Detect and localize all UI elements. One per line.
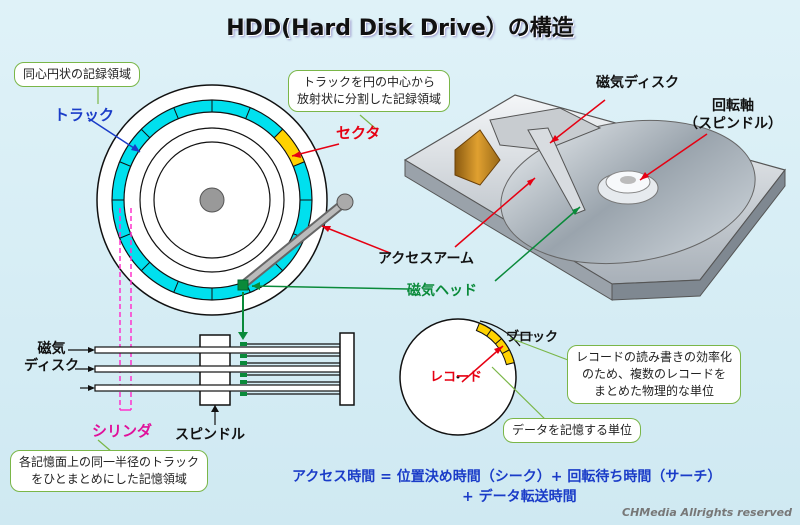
access-arm-label: アクセスアーム	[378, 251, 475, 267]
track-label: トラック	[54, 106, 115, 124]
cylinder-label: シリンダ	[92, 422, 153, 440]
sector-definition-bubble: トラックを円の中心から放射状に分割した記録領域	[288, 70, 451, 112]
head-pointer-right	[494, 206, 581, 282]
magnetic-head-label: 磁気ヘッド	[407, 283, 477, 299]
access-time-formula-line1: アクセス時間 = 位置決め時間（シーク）+ 回転待ち時間（サーチ）	[292, 469, 722, 485]
record-divider	[501, 349, 510, 355]
platter-stack-side-view	[94, 332, 355, 406]
magnetic-disk-label: 磁気ディスク	[596, 75, 680, 91]
hdd-illustration	[403, 94, 787, 301]
spindle-hub	[199, 187, 225, 213]
sector-divider	[140, 261, 151, 272]
access-time-formula-line2: + データ転送時間	[462, 489, 577, 505]
record-divider	[495, 338, 502, 345]
block-definition-bubble: レコードの読み書きの効率化のため、複数のレコードをまとめた物理的な単位	[567, 345, 742, 404]
track-definition-bubble: 同心円状の記録領域	[14, 62, 141, 87]
platter-1	[94, 346, 341, 354]
track-pointer	[87, 117, 141, 153]
record-label: レコード	[430, 370, 483, 385]
sector-divider	[119, 233, 131, 239]
inner-ring-2	[153, 141, 271, 259]
copyright-text: CHMedia Allrights reserved	[622, 506, 792, 519]
page-title: HDD(Hard Disk Drive）の構造	[226, 16, 574, 41]
block-label: ブロック	[506, 330, 559, 345]
cylinder-definition-bubble: 各記憶面上の同一半径のトラックをひとまとめにした記憶領域	[10, 450, 209, 492]
record-pointer	[461, 345, 504, 383]
arm-pivot	[336, 193, 354, 211]
arm-pointer-right	[454, 177, 536, 248]
sector-divider	[119, 161, 131, 167]
head-pointer-left	[251, 285, 409, 290]
spindle-axis-label: 回転軸（スピンドル）	[684, 98, 782, 132]
platter-2	[94, 365, 341, 373]
sector-divider	[245, 107, 251, 119]
inner-ring-1	[139, 127, 285, 273]
head-marker	[237, 279, 249, 291]
sector-divider	[173, 107, 179, 119]
sector-divider	[140, 128, 151, 139]
record-block-diagram	[399, 318, 533, 436]
disk-pointer	[549, 99, 606, 144]
sector-divider	[173, 281, 179, 293]
hdd-arm	[527, 127, 586, 215]
record-divider	[486, 329, 492, 337]
disk-side-label: 磁気ディスク	[24, 341, 80, 374]
record-definition-bubble: データを記憶する単位	[503, 418, 642, 443]
disk-top-view	[96, 84, 354, 316]
spindle-label: スピンドル	[175, 427, 245, 443]
platter-3	[94, 384, 341, 392]
block-segment	[475, 322, 515, 366]
sector-label: セクタ	[336, 124, 381, 142]
arm-pointer-left	[321, 225, 391, 254]
arm-block	[339, 332, 355, 406]
spindle-pointer	[639, 133, 708, 181]
